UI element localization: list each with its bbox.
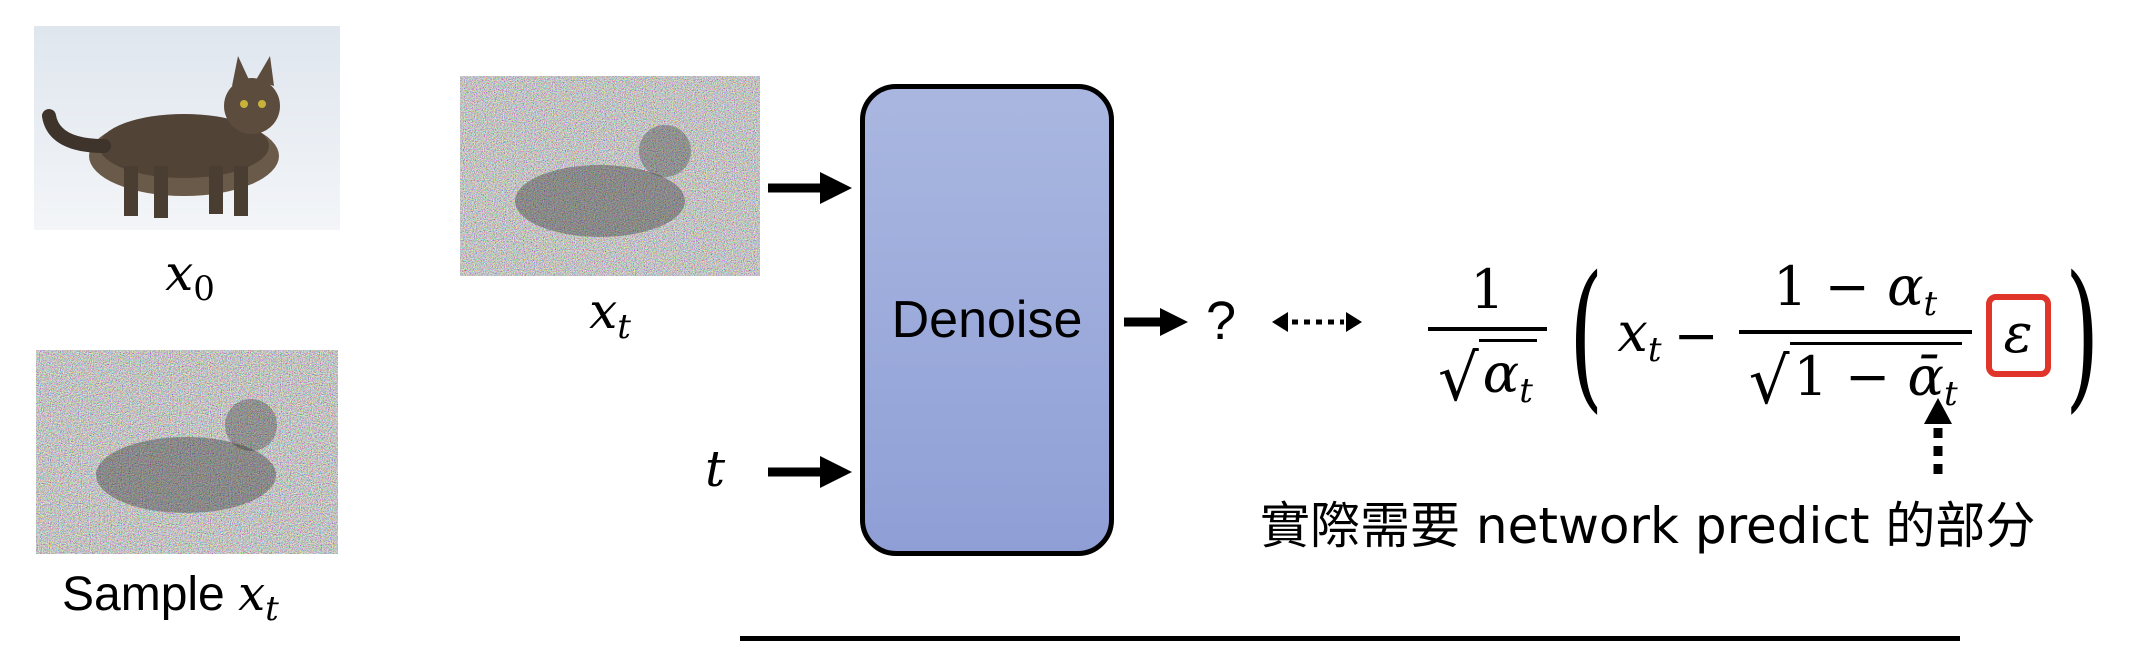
xt-noisy-image: [460, 76, 760, 276]
bottom-divider: [740, 636, 1960, 641]
arrow-xt-to-denoise: [768, 172, 852, 204]
xt-term: xt: [1617, 300, 1662, 370]
epsilon-symbol: ε: [2003, 301, 2033, 365]
epsilon-highlight-box: ε: [1985, 293, 2051, 377]
dotted-up-arrow: [1924, 398, 1952, 478]
noise-coefficient-fraction: 1 − αt √1 − ᾱt: [1738, 255, 1972, 416]
xt-label: xt: [589, 282, 631, 347]
double-dotted-arrow: [1272, 312, 1362, 332]
sample-noisy-image: [36, 350, 338, 554]
arrow-t-to-denoise: [768, 456, 852, 488]
sample-label: Sample xt: [62, 566, 279, 629]
output-question-mark: ?: [1206, 291, 1237, 351]
denoise-block: Denoise: [860, 84, 1114, 556]
t-input-label: t: [704, 440, 726, 498]
denoise-label: Denoise: [891, 291, 1083, 349]
right-paren: ): [2064, 241, 2099, 428]
network-predict-caption: 實際需要 network predict 的部分: [1260, 497, 2036, 555]
x0-label: x0: [165, 244, 215, 309]
inverse-sqrt-alpha-fraction: 1 √αt: [1428, 258, 1547, 413]
denoise-formula: 1 √αt ( xt − 1 − αt √1 − ᾱt ε ): [1420, 240, 2113, 430]
left-paren: (: [1568, 241, 1604, 428]
clean-cat-image: [34, 26, 340, 230]
arrow-denoise-to-output: [1124, 308, 1188, 336]
